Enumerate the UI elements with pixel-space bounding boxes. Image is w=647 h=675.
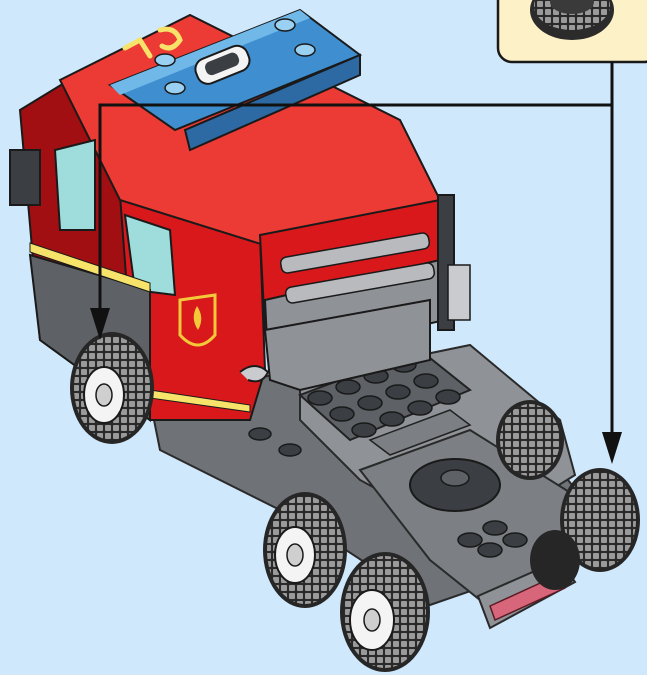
fire-shield-emblem	[180, 295, 215, 345]
under-tire	[530, 530, 580, 590]
mid-left-tire	[263, 492, 347, 608]
side-mirror	[10, 150, 40, 205]
side-window	[55, 140, 95, 230]
left-front-tire	[70, 332, 154, 444]
right-mid-tire	[496, 400, 564, 480]
callout-box	[498, 0, 647, 62]
rear-left-tire	[340, 552, 430, 672]
arrowhead-right	[602, 432, 622, 464]
